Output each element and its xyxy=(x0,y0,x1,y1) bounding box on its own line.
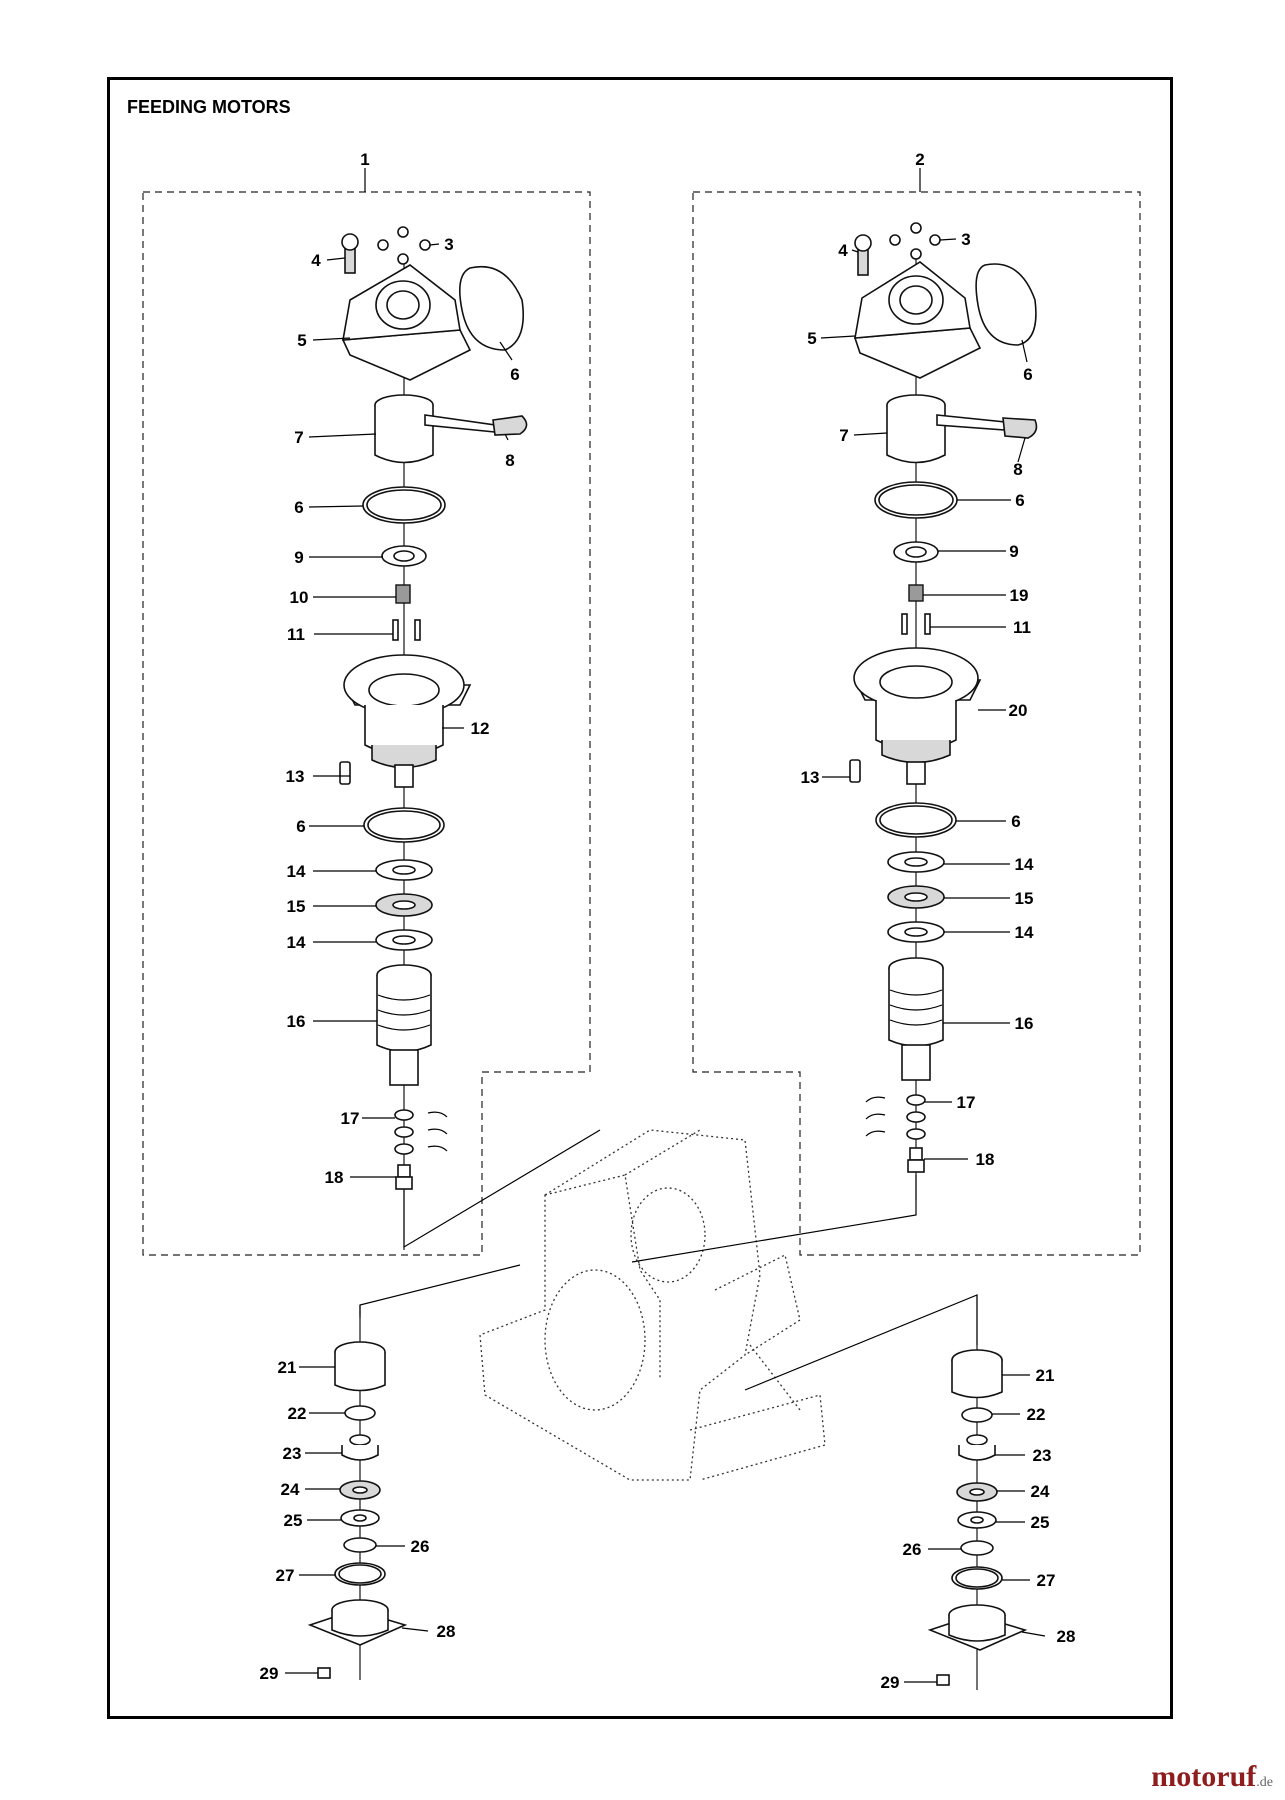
callout-r-19: 19 xyxy=(1010,586,1029,605)
callout-l-6b: 6 xyxy=(294,498,303,517)
callout-l-11: 11 xyxy=(287,625,305,644)
callout-r-13: 13 xyxy=(801,768,820,787)
callout-l-24: 24 xyxy=(281,1480,300,1499)
callout-r-6b: 6 xyxy=(1015,491,1024,510)
watermark-logo: motoruf.de xyxy=(1151,1760,1273,1794)
callout-l-16: 16 xyxy=(287,1012,306,1031)
assembly-2-label: 2 xyxy=(915,150,924,169)
callout-r-18: 18 xyxy=(976,1150,995,1169)
callout-r-23: 23 xyxy=(1033,1446,1052,1465)
callout-l-29: 29 xyxy=(260,1664,279,1683)
callout-l-15: 15 xyxy=(287,897,306,916)
callout-r-9: 9 xyxy=(1009,542,1018,561)
callout-l-25: 25 xyxy=(284,1511,303,1530)
callout-r-22: 22 xyxy=(1027,1405,1046,1424)
callout-r-16: 16 xyxy=(1015,1014,1034,1033)
diagram-title: FEEDING MOTORS xyxy=(127,97,291,117)
diagram-frame xyxy=(107,77,1173,1719)
callout-l-23: 23 xyxy=(283,1444,302,1463)
callout-l-26: 26 xyxy=(411,1537,430,1556)
callout-r-26: 26 xyxy=(903,1540,922,1559)
callout-r-3: 3 xyxy=(961,230,970,249)
callouts-left: 4 3 5 6 7 8 6 9 10 11 12 13 6 14 15 14 1… xyxy=(260,235,520,1683)
callout-l-6a: 6 xyxy=(510,365,519,384)
connection-leaders xyxy=(359,1129,978,1391)
callout-r-6c: 6 xyxy=(1011,812,1020,831)
callout-l-6c: 6 xyxy=(296,817,305,836)
callout-r-11: 11 xyxy=(1013,618,1031,637)
callout-l-21: 21 xyxy=(278,1358,297,1377)
callout-r-7: 7 xyxy=(839,426,848,445)
callout-r-25: 25 xyxy=(1031,1513,1050,1532)
callout-leaders-left xyxy=(285,243,513,1674)
lower-right-parts xyxy=(927,1295,1028,1690)
callout-r-27: 27 xyxy=(1037,1571,1056,1590)
callout-l-22: 22 xyxy=(288,1404,307,1423)
callout-r-5: 5 xyxy=(807,329,816,348)
assembly-1-boundary xyxy=(142,191,591,1256)
callout-l-27: 27 xyxy=(276,1566,295,1585)
watermark-name: motoruf xyxy=(1151,1760,1257,1793)
callout-leaders-right xyxy=(820,238,1046,1683)
callout-l-10: 10 xyxy=(290,588,309,607)
callout-r-28: 28 xyxy=(1057,1627,1076,1646)
callout-r-14b: 14 xyxy=(1015,923,1034,942)
frame-housing xyxy=(479,1129,826,1481)
callout-l-13: 13 xyxy=(286,767,305,786)
callout-l-4: 4 xyxy=(311,251,321,270)
callout-l-7: 7 xyxy=(294,428,303,447)
callout-r-29: 29 xyxy=(881,1673,900,1692)
callout-r-4: 4 xyxy=(838,241,848,260)
callout-l-3: 3 xyxy=(444,235,453,254)
callout-l-14a: 14 xyxy=(287,862,306,881)
lower-left-parts xyxy=(307,1305,408,1680)
callout-l-5: 5 xyxy=(297,331,306,350)
callout-r-20: 20 xyxy=(1009,701,1028,720)
callout-r-15: 15 xyxy=(1015,889,1034,908)
callout-l-28: 28 xyxy=(437,1622,456,1641)
watermark-domain: .de xyxy=(1256,1775,1273,1790)
callout-l-9: 9 xyxy=(294,548,303,567)
callout-l-8: 8 xyxy=(505,451,514,470)
callouts-right: 4 3 5 6 7 8 6 9 19 11 20 13 6 14 15 14 1… xyxy=(801,230,1076,1692)
callout-l-12: 12 xyxy=(471,719,490,738)
assembly-2-boundary xyxy=(692,191,1141,1256)
callout-l-18: 18 xyxy=(325,1168,344,1187)
callout-r-8: 8 xyxy=(1013,460,1022,479)
callout-l-14b: 14 xyxy=(287,933,306,952)
callout-r-6a: 6 xyxy=(1023,365,1032,384)
callout-r-21: 21 xyxy=(1036,1366,1055,1385)
assembly-1-label: 1 xyxy=(360,150,369,169)
assembly-1-parts xyxy=(339,226,528,1250)
callout-r-17: 17 xyxy=(957,1093,976,1112)
assembly-2-parts xyxy=(849,222,1038,1200)
callout-l-17: 17 xyxy=(341,1109,360,1128)
callout-r-14a: 14 xyxy=(1015,855,1034,874)
callout-r-24: 24 xyxy=(1031,1482,1050,1501)
